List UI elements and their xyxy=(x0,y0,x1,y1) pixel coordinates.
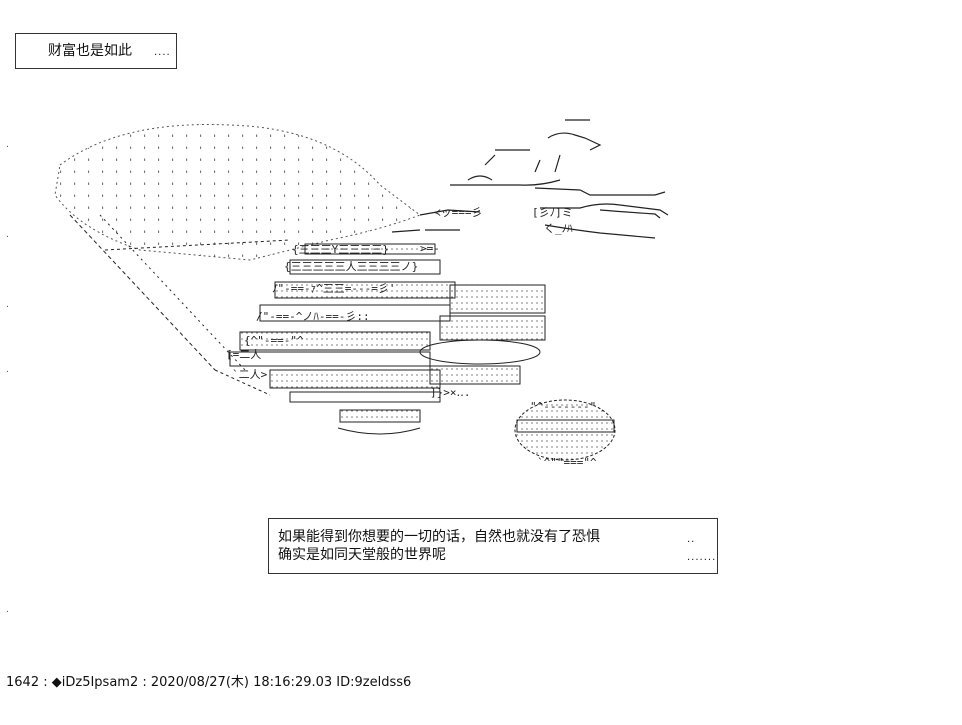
post-date-separator: : xyxy=(138,675,151,690)
margin-dot: . xyxy=(6,140,9,150)
margin-dot: . xyxy=(6,300,9,310)
svg-text:[彡ﾉ]ミ: [彡ﾉ]ミ xyxy=(532,206,573,219)
svg-text:]}>×‥.: ]}>×‥. xyxy=(430,386,470,399)
margin-dot: . xyxy=(6,230,9,240)
caption-bottom-line2-tail: ....... xyxy=(687,552,717,563)
ascii-art-treasure-hoard-icon: ' xyxy=(54,119,669,469)
svg-text:[=二人: [=二人 xyxy=(226,348,261,361)
caption-bottom-line1: 如果能得到你想要的一切的话，自然也就没有了恐惧 xyxy=(278,529,600,545)
coin-pile-right xyxy=(419,284,546,385)
caption-top-ellipsis: .... xyxy=(154,47,171,58)
money-bundle xyxy=(54,124,422,396)
svg-text:`^""==="^: `^""==="^ xyxy=(537,456,597,469)
svg-text:>=-: >=- xyxy=(420,242,440,255)
svg-text:{三三三三三人三三三三ノ}: {三三三三三人三三三三ノ} xyxy=(284,260,418,273)
caption-box-bottom: 如果能得到你想要的一切的话，自然也就没有了恐惧 .. 确实是如同天堂般的世界呢 … xyxy=(268,518,718,574)
caption-top-text: 财富也是如此 xyxy=(48,43,132,59)
svg-text:{^"-==-"^: {^"-==-"^ xyxy=(244,334,304,347)
post-number: 1642 xyxy=(6,675,40,690)
margin-dot: . xyxy=(6,365,9,375)
margin-dot: . xyxy=(6,605,9,615)
svg-text:/"-==-^ノﾊ-==-彡::: /"-==-^ノﾊ-==-彡:: xyxy=(256,310,370,323)
svg-text:{三三三Y三三三三}: {三三三Y三三三三} xyxy=(292,243,389,256)
post-datetime: 2020/08/27(木) 18:16:29.03 xyxy=(150,675,333,690)
post-id[interactable]: ID:9zeldss6 xyxy=(332,675,412,690)
poster-name[interactable]: ◆iDz5Ipsam2 xyxy=(51,675,139,690)
caption-bottom-line2: 确实是如同天堂般的世界呢 xyxy=(278,547,446,563)
art-text-fragments: {三三三Y三三三三} {三三三三三人三三三三ノ} ﾉ"-==-ｧ^三三=---=… xyxy=(226,206,597,469)
hand-figure xyxy=(391,119,669,239)
post-separator: : xyxy=(39,675,52,690)
caption-box-top: 财富也是如此 .... xyxy=(15,33,177,69)
svg-text:`二人>: `二人> xyxy=(232,368,268,381)
post-footer: 1642 : ◆iDz5Ipsam2 : 2020/08/27(木) 18:16… xyxy=(6,671,411,690)
svg-text:≺ッ===彡: ≺ッ===彡 xyxy=(434,206,483,219)
coin-single xyxy=(514,399,616,461)
svg-text:ﾉ"-==-ｧ^三三=---=彡': ﾉ"-==-ｧ^三三=---=彡' xyxy=(272,282,395,295)
svg-text:"^-------": "^-------" xyxy=(530,400,596,413)
svg-text:く_ﾉﾊ: く_ﾉﾊ xyxy=(544,222,573,235)
caption-bottom-line1-tail: .. xyxy=(687,534,696,545)
